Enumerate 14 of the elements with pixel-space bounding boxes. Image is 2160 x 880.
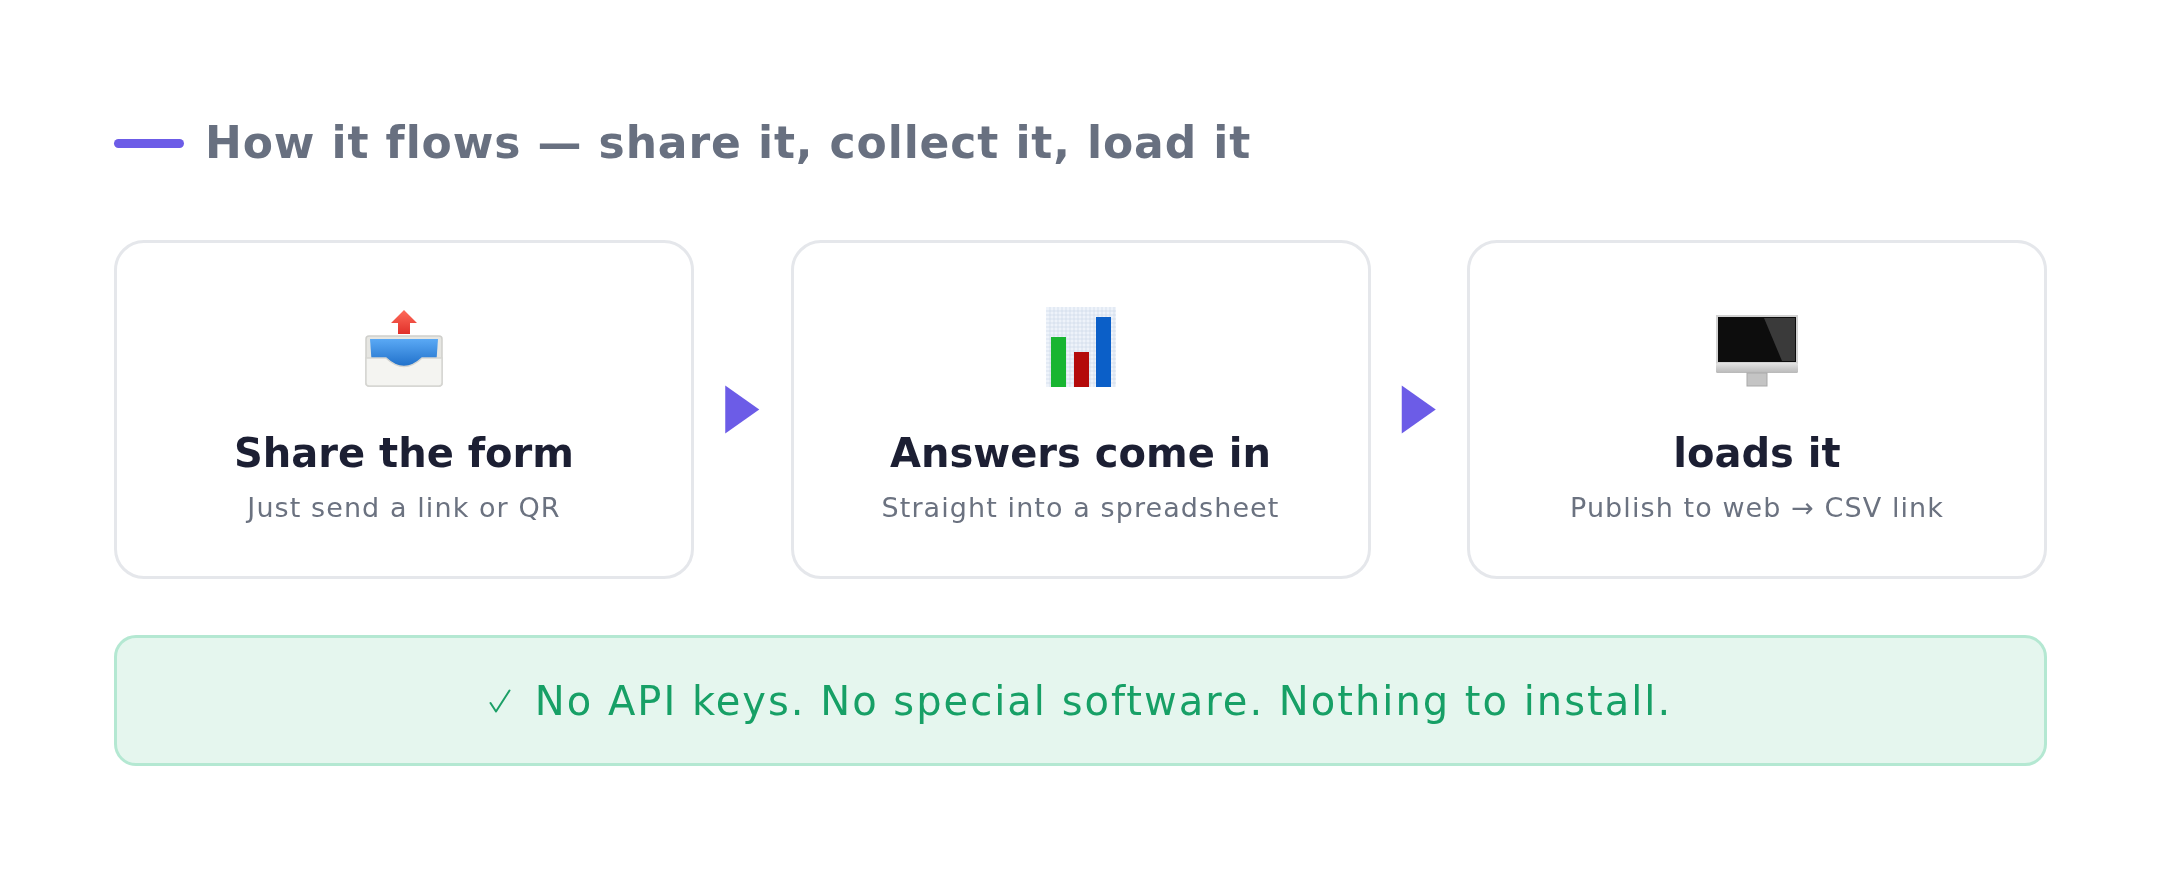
step-card: [114, 240, 694, 579]
banner-text: No API keys. No special software. Nothing to install.: [534, 676, 1673, 725]
step-title: loads it: [1673, 429, 1841, 477]
step-title: Share the form: [234, 429, 574, 477]
arrow: [725, 385, 760, 434]
arrow: [1401, 385, 1436, 434]
step-card: [1467, 240, 2047, 579]
step-subtitle: Publish to web → CSV link: [1570, 491, 1944, 525]
step-title: Answers come in: [890, 429, 1271, 477]
note-banner: [114, 635, 2047, 766]
step-subtitle: Straight into a spreadsheet: [881, 491, 1280, 525]
step-card: [790, 240, 1371, 579]
step-subtitle: Just send a link or QR: [247, 491, 561, 525]
diagram-title: How it flows — share it, collect it, load it: [205, 118, 1252, 168]
